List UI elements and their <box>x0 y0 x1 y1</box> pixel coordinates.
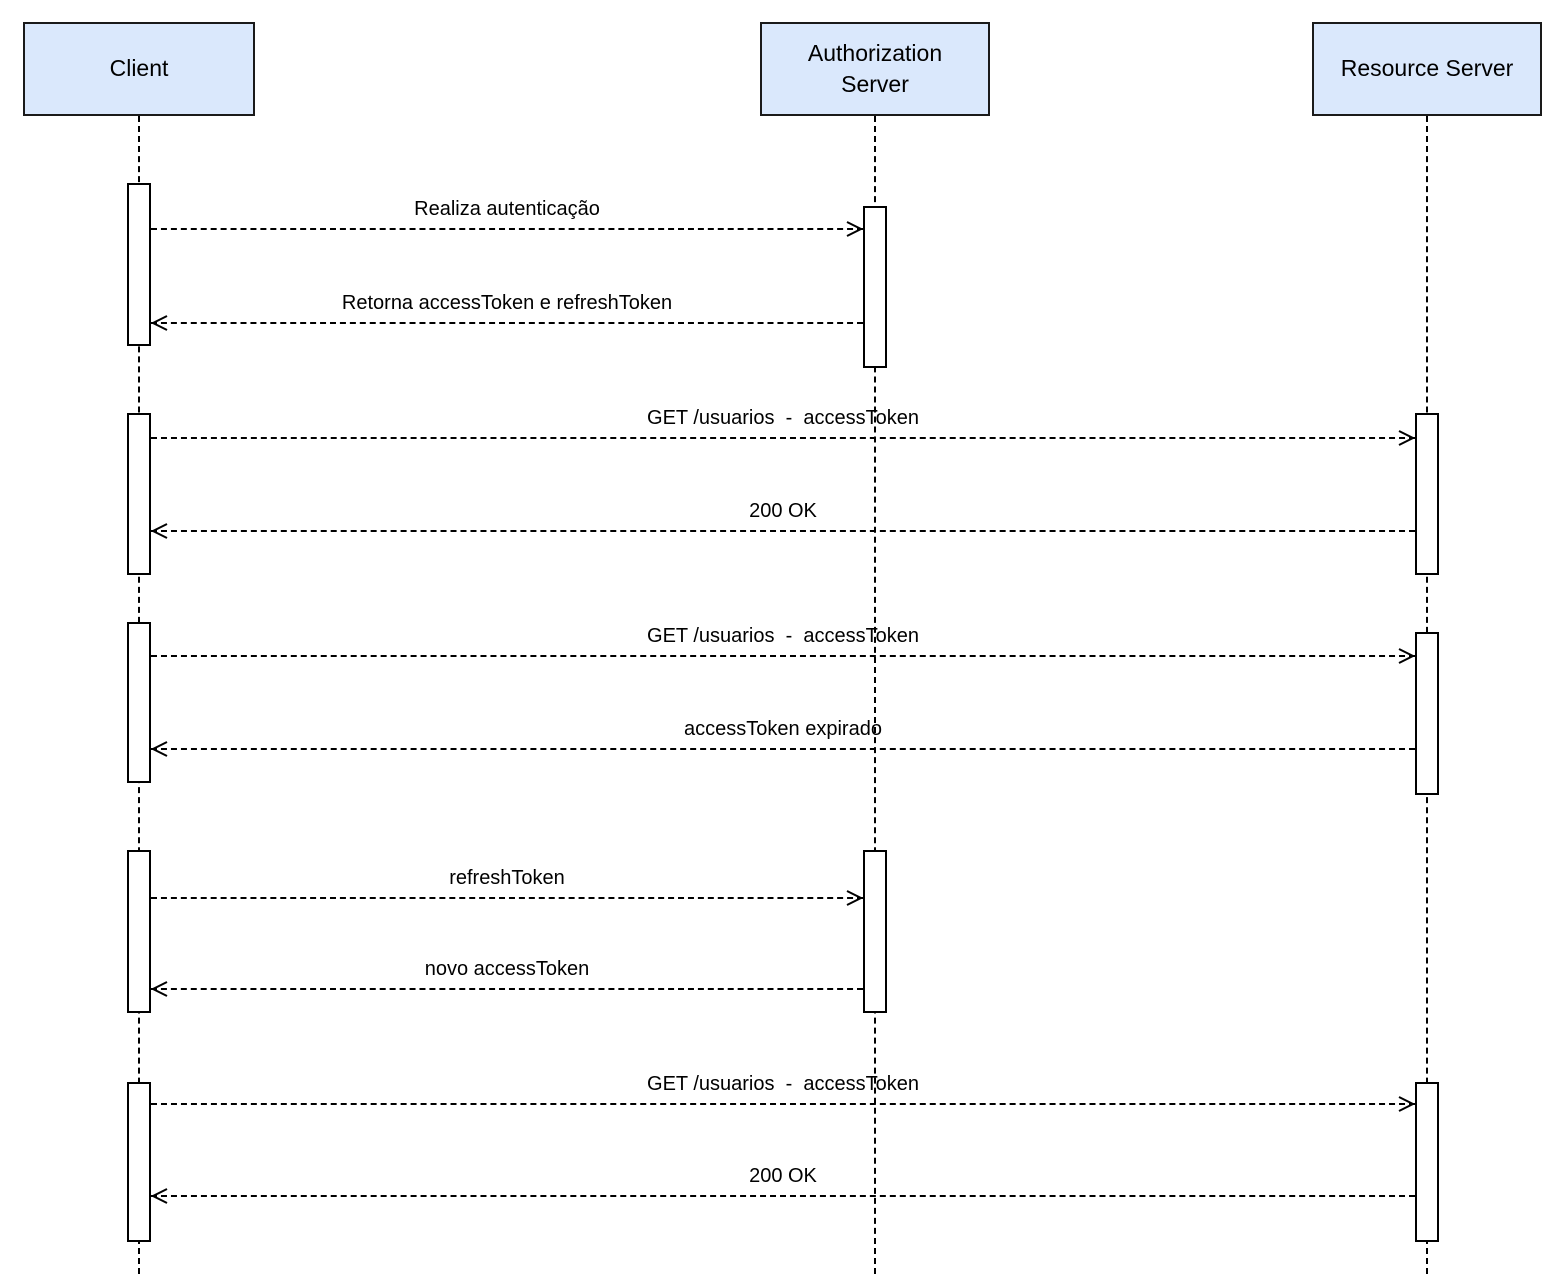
arrowhead-left-icon <box>150 980 170 998</box>
message-label: refreshToken <box>449 867 565 889</box>
actor-client-label: Client <box>109 55 169 82</box>
activation-resource-server-2 <box>1415 632 1439 795</box>
message-label: accessToken expirado <box>684 718 882 740</box>
activation-client-1 <box>127 183 151 346</box>
arrowhead-left-icon <box>150 314 170 332</box>
activation-client-5 <box>127 1082 151 1242</box>
arrowhead-right-icon <box>844 220 864 238</box>
activation-auth-server-2 <box>863 850 887 1013</box>
arrowhead-left-icon <box>150 1187 170 1205</box>
message-line <box>151 437 1415 439</box>
activation-client-4 <box>127 850 151 1013</box>
message-label: GET /usuarios - accessToken <box>647 625 919 647</box>
message-line <box>151 655 1415 657</box>
actor-authorization-server: Authorization Server <box>760 22 990 116</box>
message-label: Realiza autenticação <box>414 198 600 220</box>
actor-resource-server-label: Resource Server <box>1340 55 1514 82</box>
activation-resource-server-3 <box>1415 1082 1439 1242</box>
actor-authorization-server-label: Authorization Server <box>807 39 943 97</box>
activation-client-3 <box>127 622 151 783</box>
message-label: GET /usuarios - accessToken <box>647 407 919 429</box>
message-line <box>151 897 863 899</box>
arrowhead-right-icon <box>1396 647 1416 665</box>
message-line <box>151 530 1415 532</box>
arrowhead-left-icon <box>150 522 170 540</box>
arrowhead-right-icon <box>844 889 864 907</box>
actor-resource-server: Resource Server <box>1312 22 1542 116</box>
message-label: Retorna accessToken e refreshToken <box>341 292 673 314</box>
message-line <box>151 988 863 990</box>
arrowhead-right-icon <box>1396 429 1416 447</box>
message-line <box>151 1195 1415 1197</box>
message-line <box>151 228 863 230</box>
arrowhead-right-icon <box>1396 1095 1416 1113</box>
arrowhead-left-icon <box>150 740 170 758</box>
message-line <box>151 322 863 324</box>
message-line <box>151 748 1415 750</box>
message-label: novo accessToken <box>424 958 590 980</box>
message-label: GET /usuarios - accessToken <box>647 1073 919 1095</box>
activation-resource-server-1 <box>1415 413 1439 575</box>
activation-client-2 <box>127 413 151 575</box>
message-line <box>151 1103 1415 1105</box>
activation-auth-server-1 <box>863 206 887 368</box>
actor-client: Client <box>23 22 255 116</box>
lifeline-authorization-server <box>874 116 876 1274</box>
message-label: 200 OK <box>749 1165 817 1187</box>
message-label: 200 OK <box>749 500 817 522</box>
